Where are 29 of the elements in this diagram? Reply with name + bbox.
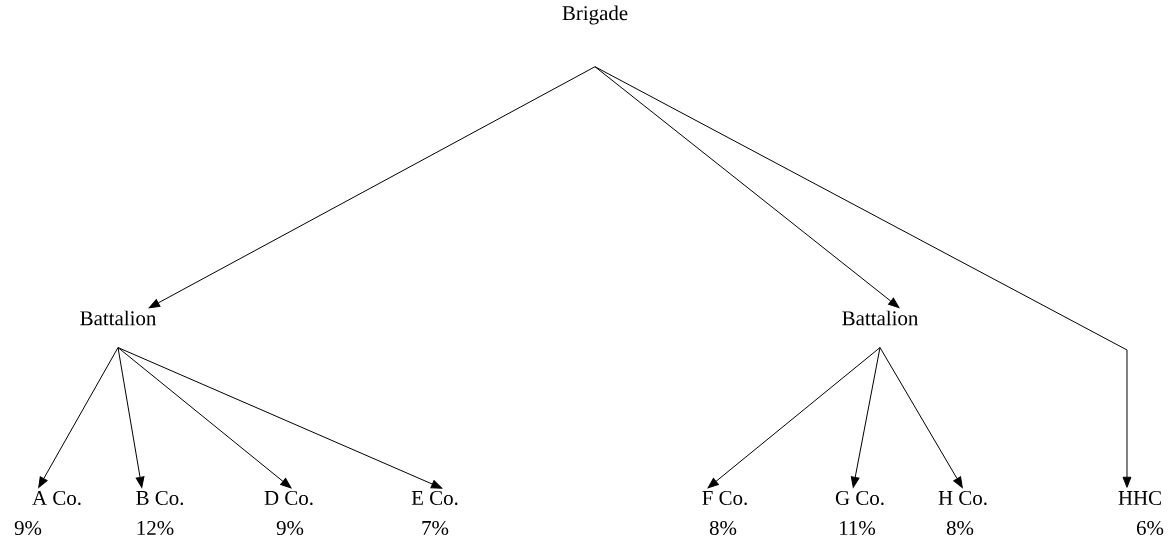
unit-label: E Co. [411,490,458,506]
arrow [38,347,119,488]
percentage-label: 6% [1136,520,1164,536]
percentage-label: 11% [840,520,876,536]
arrow [850,347,881,488]
arrow [707,347,881,489]
unit-label: D Co. [264,490,313,506]
arrow [117,347,292,489]
unit-label: A Co. [32,490,81,506]
unit-label: HHC [1118,490,1161,505]
unit-label: F Co. [702,490,747,506]
arrow [117,347,443,489]
arrow [594,66,1132,488]
percentage-label: 9% [14,520,42,536]
unit-label: B Co. [136,490,184,506]
unit-label: Brigade [562,5,628,25]
percentage-label: 8% [946,520,974,536]
arrow [148,66,596,309]
unit-label: G Co. [835,490,884,506]
percentage-label: 12% [137,520,174,536]
percentage-label: 8% [709,520,737,536]
arrow [879,347,963,488]
arrow [594,66,900,309]
percentage-label: 7% [422,520,449,536]
arrow [117,347,145,488]
percentage-label: 9% [276,520,304,536]
unit-label: Battalion [80,310,157,326]
unit-label: Battalion [842,310,919,326]
unit-label: H Co. [938,490,987,506]
